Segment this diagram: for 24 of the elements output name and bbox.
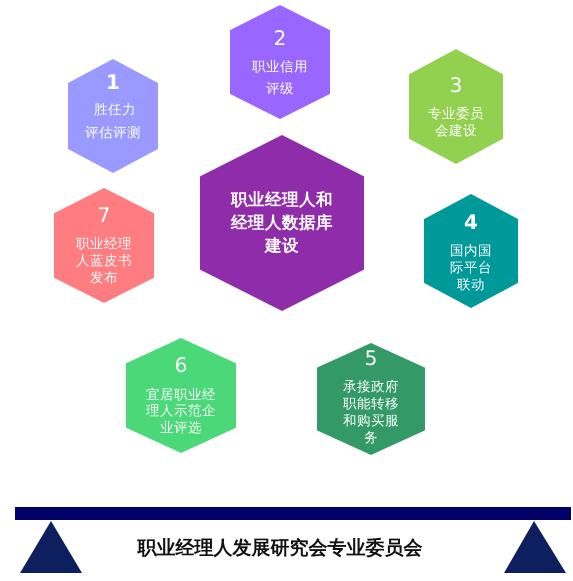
hexagon — [317, 343, 425, 455]
hexagon-label: 专业委员会建设 — [428, 106, 484, 140]
hexagon — [54, 188, 154, 303]
hexagon — [409, 49, 503, 164]
hexagon-label: 职业信用评级 — [252, 58, 308, 99]
hexagon — [126, 338, 236, 453]
step-number: 2 — [272, 26, 288, 50]
hexagon-label: 国内国际平台联动 — [449, 242, 493, 294]
step-number: 4 — [463, 210, 479, 234]
hexagon-label: 承接政府职能转移和购买服务 — [342, 378, 400, 446]
hexagon-label: 职业经理人和经理人数据库建设 — [231, 188, 333, 256]
hexagon-label: 宜居职业经理人示范企业评选 — [146, 386, 216, 436]
hexagon-label: 胜任力评估评测 — [84, 100, 142, 142]
hexagon-label: 职业经理人蓝皮书发布 — [76, 236, 132, 286]
step-number: 6 — [174, 353, 188, 377]
hexagon — [230, 5, 330, 119]
hexagon — [68, 59, 158, 173]
step-number: 3 — [448, 73, 464, 97]
step-number: 5 — [364, 346, 378, 370]
hexagon — [424, 194, 518, 308]
center-hexagon — [200, 135, 364, 311]
step-number: 1 — [105, 70, 121, 94]
footer-label: 职业经理人发展研究会专业委员会 — [138, 536, 422, 560]
step-number: 7 — [96, 203, 112, 227]
